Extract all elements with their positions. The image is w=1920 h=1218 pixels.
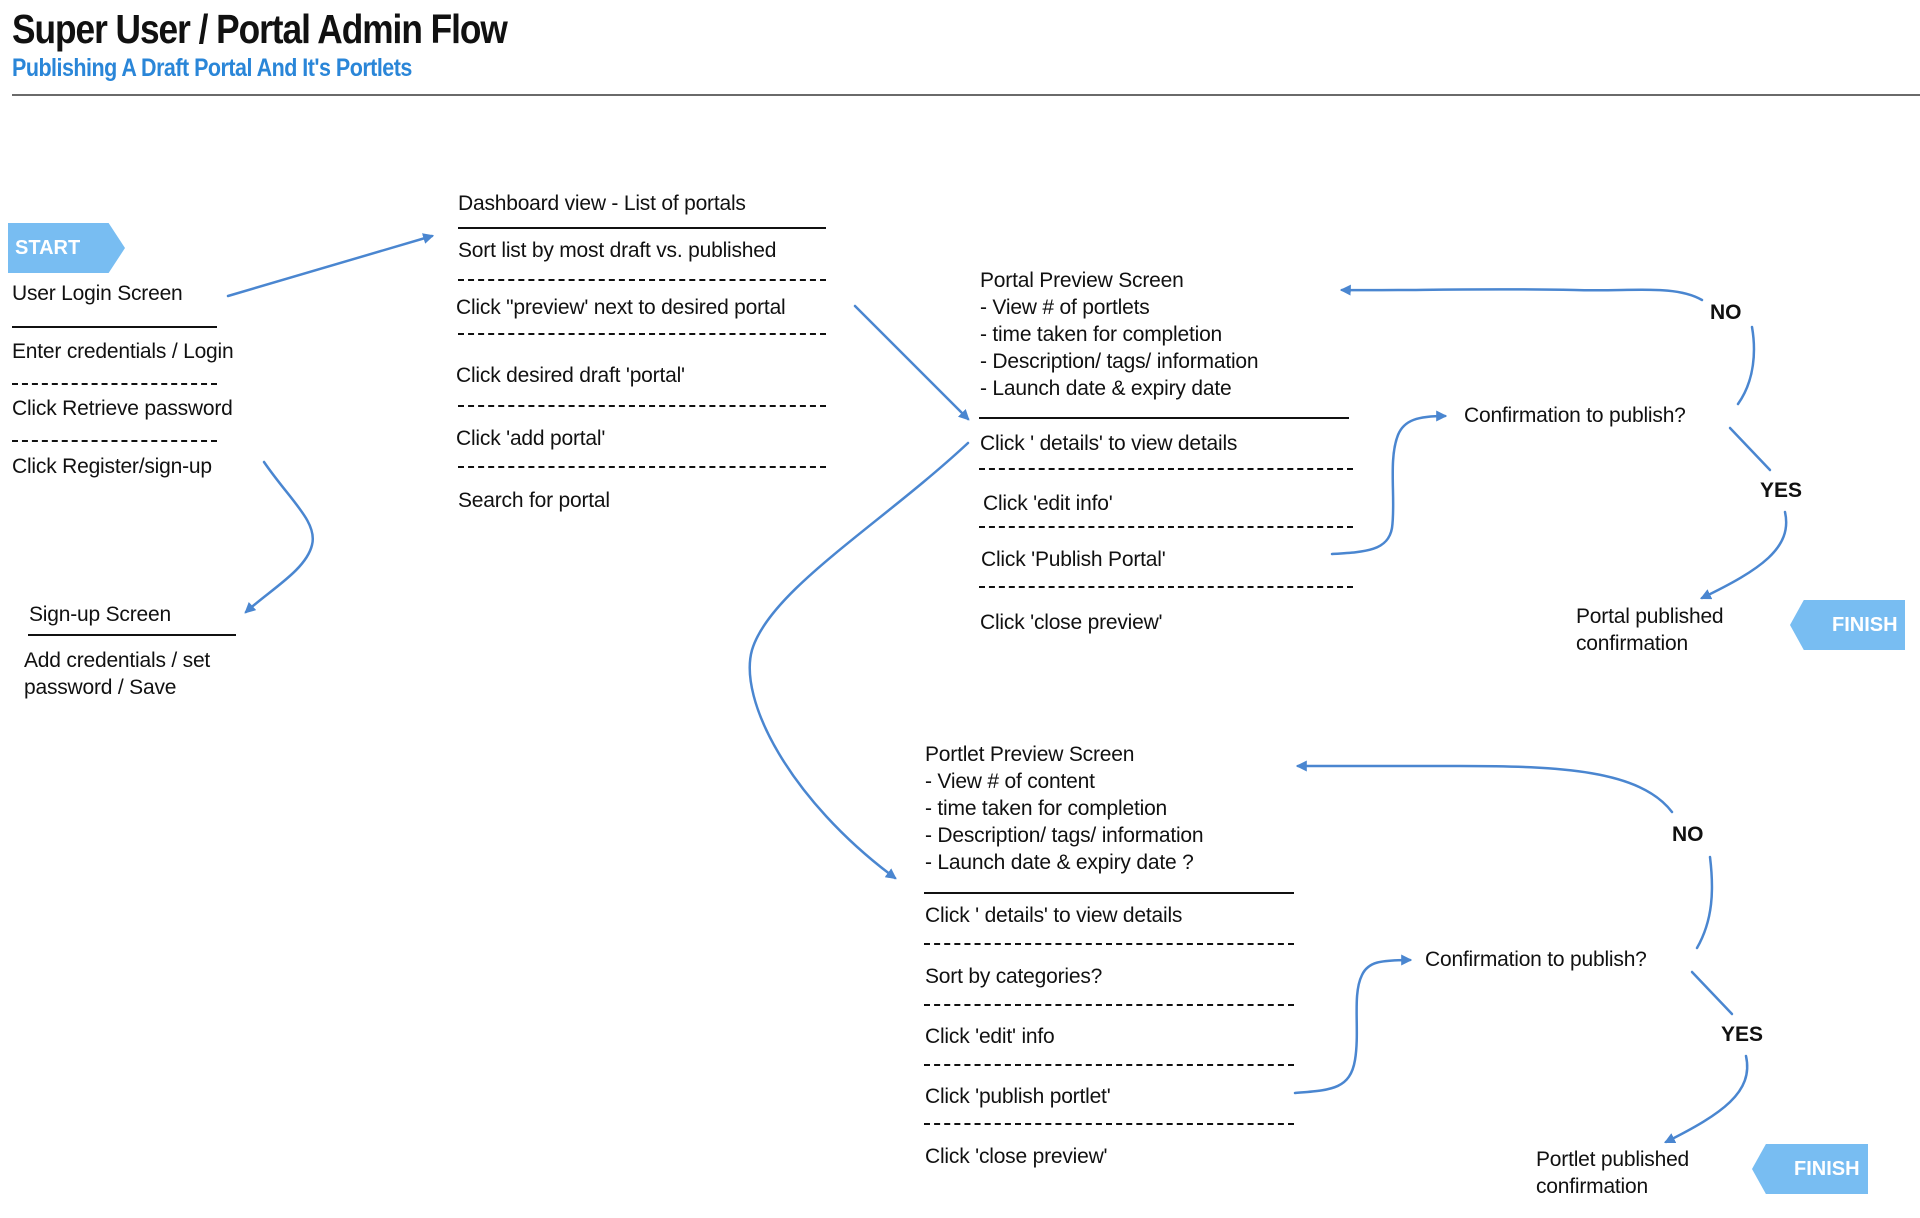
arrow-details-to-portlet <box>748 441 970 880</box>
portlet-no-label: NO <box>1672 823 1704 846</box>
portal-preview-line: - Launch date & expiry date <box>980 377 1232 400</box>
dashboard-dashed-divider <box>458 466 826 468</box>
login-screen-heading: User Login Screen <box>12 282 183 305</box>
portal-dashed-divider <box>979 586 1353 588</box>
arrow-portal-no-to-preview <box>1339 284 1704 302</box>
signup-divider <box>28 634 236 636</box>
portlet-dashed-divider <box>924 1123 1294 1125</box>
signup-screen-heading: Sign-up Screen <box>29 603 171 626</box>
dashboard-item-preview: Click "preview' next to desired portal <box>456 296 786 319</box>
portal-preview-line: - Description/ tags/ information <box>980 350 1259 373</box>
portlet-confirm-question: Confirmation to publish? <box>1425 948 1647 971</box>
portal-no-label: NO <box>1710 301 1742 324</box>
header-divider <box>12 94 1920 96</box>
portlet-preview-line: - View # of content <box>925 770 1095 793</box>
portlet-dashed-divider <box>924 1064 1294 1066</box>
portlet-preview-line: - time taken for completion <box>925 797 1168 820</box>
arrow-portlet-no-to-preview <box>1295 760 1674 814</box>
portal-finish-tag: FINISH <box>1790 600 1905 650</box>
dashboard-dashed-divider <box>458 333 826 335</box>
arrow-portal-yes-to-result <box>1700 510 1788 600</box>
page-subtitle: Publishing A Draft Portal And It's Portl… <box>12 54 412 82</box>
portlet-preview-line: Portlet Preview Screen <box>925 743 1135 766</box>
login-dashed-divider <box>12 440 217 442</box>
portal-finish-label: FINISH <box>1832 613 1898 636</box>
arrow-publish-portlet-to-confirm <box>1293 954 1413 1095</box>
signup-line: Add credentials / set <box>24 649 211 672</box>
portlet-dashed-divider <box>924 1004 1294 1006</box>
portlet-item-publish: Click 'publish portlet' <box>925 1085 1111 1108</box>
portal-confirm-question: Confirmation to publish? <box>1464 404 1686 427</box>
arrow-portlet-confirm-to-yes <box>1690 970 1734 1016</box>
login-item-retrieve-password: Click Retrieve password <box>12 397 233 420</box>
dashboard-item-draft-portal: Click desired draft 'portal' <box>456 364 685 387</box>
arrow-login-to-dashboard <box>226 233 435 298</box>
portal-dashed-divider <box>979 468 1353 470</box>
portlet-preview-line: - Description/ tags/ information <box>925 824 1204 847</box>
portal-published-confirmation: Portal published confirmation <box>1576 603 1724 657</box>
portal-item-edit-info: Click 'edit info' <box>983 492 1113 515</box>
portlet-yes-label: YES <box>1721 1023 1764 1046</box>
portal-yes-label: YES <box>1760 479 1803 502</box>
start-label: START <box>15 236 81 259</box>
dashboard-item-add-portal: Click 'add portal' <box>456 427 606 450</box>
dashboard-dashed-divider <box>458 279 826 281</box>
portlet-result-line: confirmation <box>1536 1175 1648 1198</box>
arrow-publish-portal-to-confirm <box>1330 410 1448 556</box>
page-title: Super User / Portal Admin Flow <box>12 6 508 52</box>
portal-preview-line: - time taken for completion <box>980 323 1223 346</box>
portal-preview-divider <box>979 417 1349 419</box>
dashboard-divider <box>458 227 826 229</box>
arrow-preview-to-portal <box>853 304 970 421</box>
login-item-register: Click Register/sign-up <box>12 455 212 478</box>
portlet-item-edit-info: Click 'edit' info <box>925 1025 1055 1048</box>
portal-item-close-preview: Click 'close preview' <box>980 611 1163 634</box>
arrow-portlet-yes-to-result <box>1664 1054 1749 1144</box>
login-dashed-divider <box>12 383 217 385</box>
portlet-item-details: Click ' details' to view details <box>925 904 1183 927</box>
dashboard-heading: Dashboard view - List of portals <box>458 192 746 215</box>
portal-result-line: confirmation <box>1576 632 1688 655</box>
portlet-result-line: Portlet published <box>1536 1148 1690 1171</box>
signup-line: password / Save <box>24 676 177 699</box>
portlet-preview-details: Portlet Preview Screen - View # of conte… <box>925 741 1204 876</box>
dashboard-item-sort: Sort list by most draft vs. published <box>458 239 777 262</box>
portal-preview-line: - View # of portlets <box>980 296 1150 319</box>
portal-item-publish: Click 'Publish Portal' <box>981 548 1166 571</box>
arrow-portal-confirm-to-no <box>1736 325 1756 406</box>
portlet-finish-tag: FINISH <box>1752 1144 1868 1194</box>
dashboard-item-search: Search for portal <box>458 489 610 512</box>
portal-dashed-divider <box>979 526 1353 528</box>
arrow-register-to-signup <box>244 460 315 614</box>
portlet-preview-divider <box>924 892 1294 894</box>
dashboard-dashed-divider <box>458 405 826 407</box>
start-tag: START <box>8 223 125 273</box>
portlet-finish-label: FINISH <box>1794 1157 1860 1180</box>
portal-result-line: Portal published <box>1576 605 1724 628</box>
arrow-portlet-confirm-to-no <box>1695 855 1714 950</box>
portlet-published-confirmation: Portlet published confirmation <box>1536 1146 1689 1200</box>
portlet-dashed-divider <box>924 943 1294 945</box>
login-item-enter-credentials: Enter credentials / Login <box>12 340 234 363</box>
arrow-portal-confirm-to-yes <box>1728 426 1772 472</box>
portal-item-details: Click ' details' to view details <box>980 432 1238 455</box>
signup-details: Add credentials / set password / Save <box>24 647 210 701</box>
portlet-item-close-preview: Click 'close preview' <box>925 1145 1108 1168</box>
portal-preview-details: Portal Preview Screen - View # of portle… <box>980 267 1259 402</box>
login-divider <box>12 326 217 328</box>
portlet-preview-line: - Launch date & expiry date ? <box>925 851 1194 874</box>
portlet-item-sort-categories: Sort by categories? <box>925 965 1103 988</box>
portal-preview-line: Portal Preview Screen <box>980 269 1184 292</box>
